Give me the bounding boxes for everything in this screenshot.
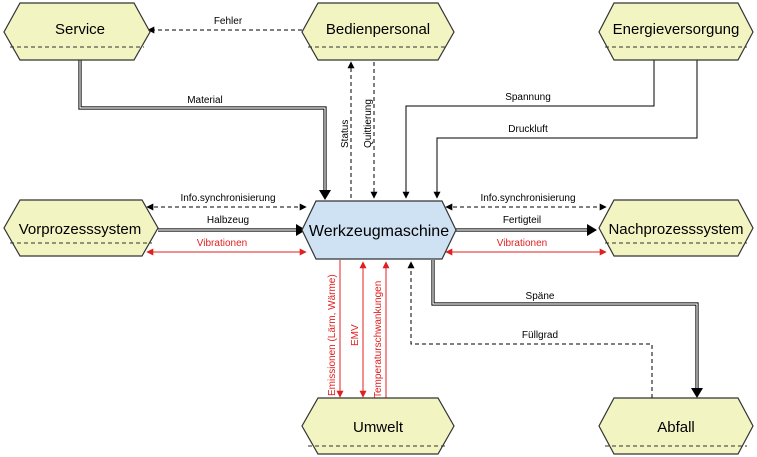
node-service: Service (3, 2, 151, 61)
edge-label-material: Material (187, 95, 223, 106)
edge-label-emv: EMV (350, 324, 361, 346)
node-label-nachprozesssystem: Nachprozesssystem (608, 221, 743, 238)
edge-label-spannung: Spannung (505, 92, 551, 103)
node-abfall: Abfall (598, 397, 754, 455)
node-werkzeugmaschine: Werkzeugmaschine (301, 200, 457, 260)
edge-label-fehler: Fehler (214, 16, 243, 27)
node-umwelt: Umwelt (301, 397, 455, 455)
node-nachprozesssystem: Nachprozesssystem (598, 199, 754, 257)
edge-label-info-right: Info.synchronisierung (480, 193, 575, 204)
node-vorprozesssystem: Vorprozesssystem (3, 199, 159, 257)
edge-label-emissionen: Emissionen (Lärm, Wärme) (327, 274, 338, 396)
node-bedienpersonal: Bedienpersonal (301, 2, 455, 61)
edge-label-temperatur: Temperaturschwankungen (373, 281, 384, 398)
edge-druckluft (433, 58, 698, 199)
node-label-vorprozesssystem: Vorprozesssystem (19, 221, 142, 238)
edge-label-fuellgrad: Füllgrad (522, 330, 558, 341)
edge-label-quittierung: Quittierung (363, 99, 374, 148)
node-label-werkzeugmaschine: Werkzeugmaschine (309, 223, 449, 240)
edge-label-druckluft: Druckluft (508, 124, 548, 135)
node-energieversorgung: Energieversorgung (598, 2, 754, 61)
node-label-service: Service (55, 21, 105, 38)
edge-label-vibrationen-right: Vibrationen (497, 238, 547, 249)
node-label-abfall: Abfall (657, 419, 695, 436)
edge-fuellgrad (407, 261, 653, 398)
edge-label-fertigteil: Fertigteil (503, 215, 541, 226)
edge-spaene (431, 260, 699, 390)
node-label-bedienpersonal: Bedienpersonal (326, 21, 430, 38)
edge-label-halbzeug: Halbzeug (207, 215, 249, 226)
node-label-umwelt: Umwelt (353, 419, 404, 436)
edge-material (78, 60, 327, 194)
edge-label-info-left: Info.synchronisierung (180, 193, 275, 204)
edge-label-status: Status (340, 120, 351, 148)
edge-label-spaene: Späne (526, 291, 555, 302)
node-label-energieversorgung: Energieversorgung (613, 21, 740, 38)
edge-spannung (402, 60, 655, 199)
edge-label-vibrationen-left: Vibrationen (197, 238, 247, 249)
